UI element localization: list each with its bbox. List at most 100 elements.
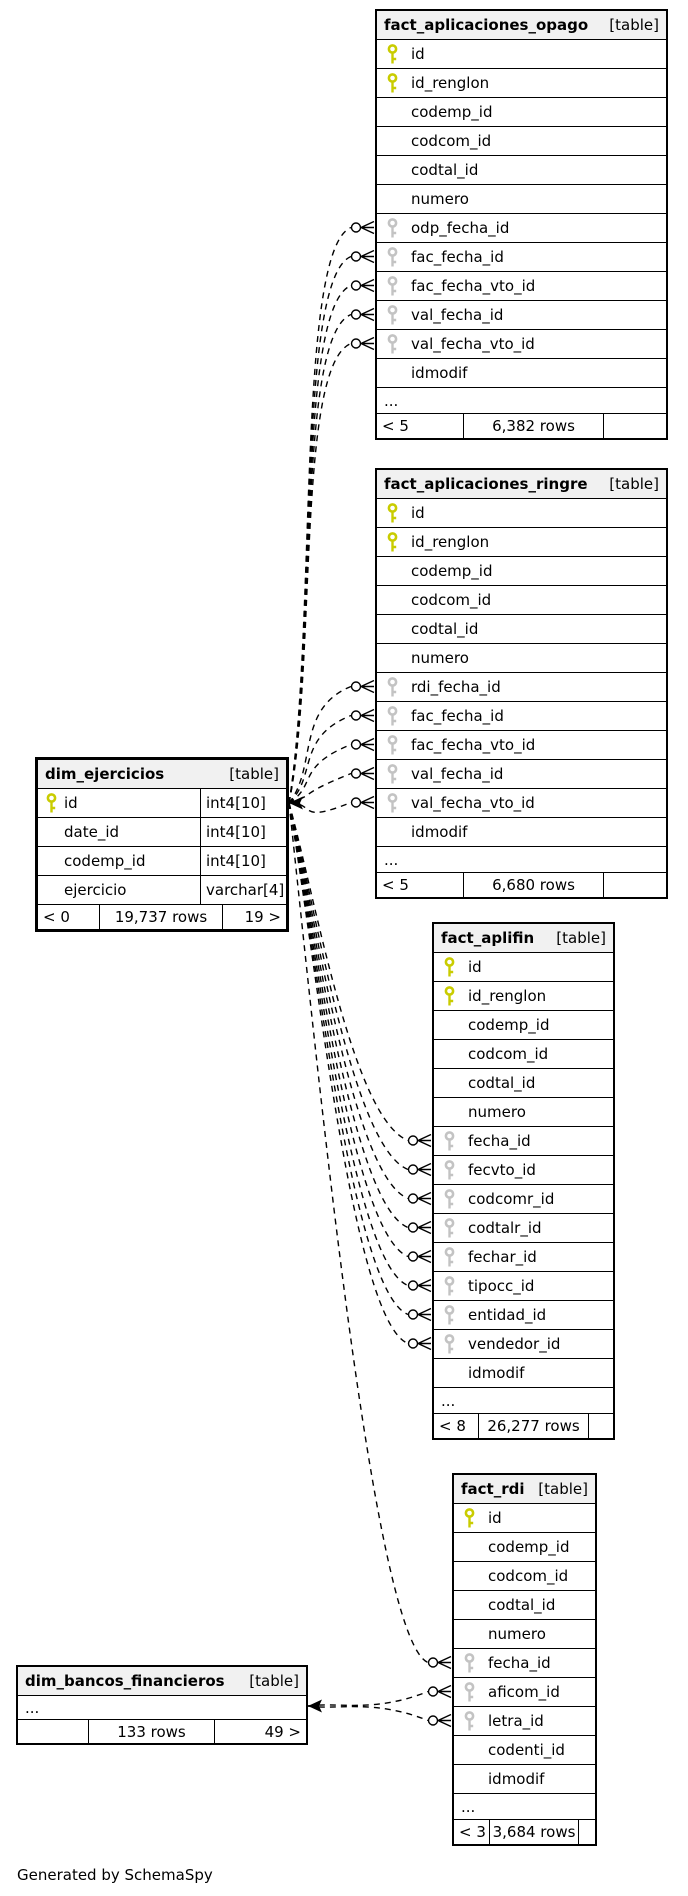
edge-circle	[350, 710, 362, 721]
column-name: idmodif	[411, 823, 468, 841]
column-name: codcom_id	[411, 132, 492, 150]
table-name: fact_aplicaciones_ringre	[384, 475, 588, 493]
crows-foot	[360, 766, 375, 781]
fk-edge-fact_aplicaciones_ringre-fac_fecha_vto_id	[288, 743, 352, 804]
column-row-id_renglon: id_renglon	[434, 981, 613, 1010]
column-name: id_renglon	[411, 533, 490, 551]
column-name: vendedor_id	[468, 1335, 561, 1353]
edge-circle	[350, 739, 362, 750]
column-name: codemp_id	[411, 103, 493, 121]
table-header[interactable]: dim_bancos_financieros [table]	[18, 1667, 306, 1695]
column-row-aficom_id: aficom_id	[454, 1677, 595, 1706]
column-row-id_renglon: id_renglon	[377, 527, 666, 556]
column-name: aficom_id	[488, 1683, 560, 1701]
fk-edge-fact_aplifin-fechar_id	[288, 802, 409, 1258]
footer-row-count: 6,680 rows	[464, 873, 604, 897]
fk-edge-fact_rdi-letra_id	[307, 1705, 429, 1722]
edge-circle	[407, 1164, 419, 1175]
column-name: codtalr_id	[468, 1219, 542, 1237]
footer-children: 19 >	[244, 908, 281, 926]
column-row-codtal_id: codtal_id	[434, 1068, 613, 1097]
column-name: fechar_id	[468, 1248, 537, 1266]
foreign-key-icon	[434, 1275, 468, 1297]
fk-edge-fact_aplicaciones_opago-val_fecha_vto_id	[288, 342, 352, 804]
table-dim_bancos_financieros[interactable]: dim_bancos_financieros [table] ... 133 r…	[16, 1665, 308, 1745]
column-row-idmodif: idmodif	[377, 358, 666, 387]
foreign-key-icon	[434, 1333, 468, 1355]
table-type-tag: [table]	[229, 765, 279, 783]
footer-parents: < 8	[434, 1414, 479, 1438]
table-name: fact_aplifin	[441, 929, 535, 947]
foreign-key-icon	[454, 1652, 488, 1674]
key-glyph	[444, 1130, 455, 1150]
table-footer: < 3 3,684 rows	[454, 1819, 595, 1844]
footer-parents: < 5	[377, 873, 464, 897]
column-row-fecha_id: fecha_id	[454, 1648, 595, 1677]
table-header[interactable]: fact_rdi [table]	[454, 1475, 595, 1503]
ellipsis-text: ...	[25, 1698, 40, 1717]
edge-circle	[350, 338, 362, 349]
table-fact_aplicaciones_ringre[interactable]: fact_aplicaciones_ringre [table] id id_re…	[375, 468, 668, 899]
primary-key-icon	[377, 72, 411, 94]
column-name: codtal_id	[411, 161, 479, 179]
column-name: val_fecha_id	[411, 765, 504, 783]
table-header[interactable]: dim_ejercicios [table]	[38, 760, 286, 788]
column-name: codcom_id	[411, 591, 492, 609]
primary-key-icon	[377, 531, 411, 553]
crows-foot	[417, 1220, 432, 1235]
column-type: int4[10]	[200, 847, 286, 875]
edge-circle	[350, 768, 362, 779]
key-glyph	[387, 763, 398, 783]
crows-foot	[417, 1249, 432, 1264]
column-row-codemp_id: codemp_id	[454, 1532, 595, 1561]
column-name: idmodif	[468, 1364, 525, 1382]
column-name: numero	[411, 190, 469, 208]
table-footer: 133 rows 49 >	[18, 1719, 306, 1743]
column-row-val_fecha_id: val_fecha_id	[377, 300, 666, 329]
key-glyph	[444, 1188, 455, 1208]
footer-parents: < 3	[454, 1820, 490, 1844]
footer-children: 49 >	[264, 1722, 301, 1741]
column-name: tipocc_id	[468, 1277, 535, 1295]
column-row-id: id	[377, 498, 666, 527]
fk-edge-fact_aplicaciones_opago-odp_fecha_id	[288, 226, 352, 804]
footer-parents: < 0	[38, 905, 100, 929]
column-row-codemp_id: codemp_id	[377, 556, 666, 585]
edge-circle	[407, 1309, 419, 1320]
ellipsis-row: ...	[18, 1695, 306, 1719]
column-name: codtal_id	[488, 1596, 556, 1614]
table-type-tag: [table]	[249, 1672, 299, 1690]
parent-arrowhead	[308, 1699, 322, 1713]
primary-key-icon	[38, 792, 64, 814]
column-name: numero	[411, 649, 469, 667]
table-name: dim_ejercicios	[45, 765, 165, 783]
edge-circle	[427, 1657, 439, 1668]
table-header[interactable]: fact_aplifin [table]	[434, 924, 613, 952]
ellipsis-row: ...	[377, 387, 666, 413]
column-row-val_fecha_vto_id: val_fecha_vto_id	[377, 788, 666, 817]
key-glyph	[444, 1217, 455, 1237]
foreign-key-icon	[377, 333, 411, 355]
foreign-key-icon	[377, 792, 411, 814]
edge-circle	[350, 251, 362, 262]
foreign-key-icon	[434, 1130, 468, 1152]
primary-key-icon	[454, 1507, 488, 1529]
column-row-val_fecha_vto_id: val_fecha_vto_id	[377, 329, 666, 358]
fk-edge-fact_aplicaciones_ringre-fac_fecha_id	[288, 714, 352, 804]
ellipsis-row: ...	[454, 1793, 595, 1819]
table-header[interactable]: fact_aplicaciones_ringre [table]	[377, 470, 666, 498]
edge-circle	[407, 1338, 419, 1349]
key-glyph	[387, 705, 398, 725]
column-row-numero: numero	[377, 184, 666, 213]
key-glyph	[387, 676, 398, 696]
fk-edge-fact_aplifin-fecvto_id	[288, 802, 409, 1171]
edge-circle	[350, 797, 362, 808]
table-type-tag: [table]	[609, 16, 659, 34]
table-header[interactable]: fact_aplicaciones_opago [table]	[377, 11, 666, 39]
edge-circle	[407, 1251, 419, 1262]
column-row-id: id	[454, 1503, 595, 1532]
